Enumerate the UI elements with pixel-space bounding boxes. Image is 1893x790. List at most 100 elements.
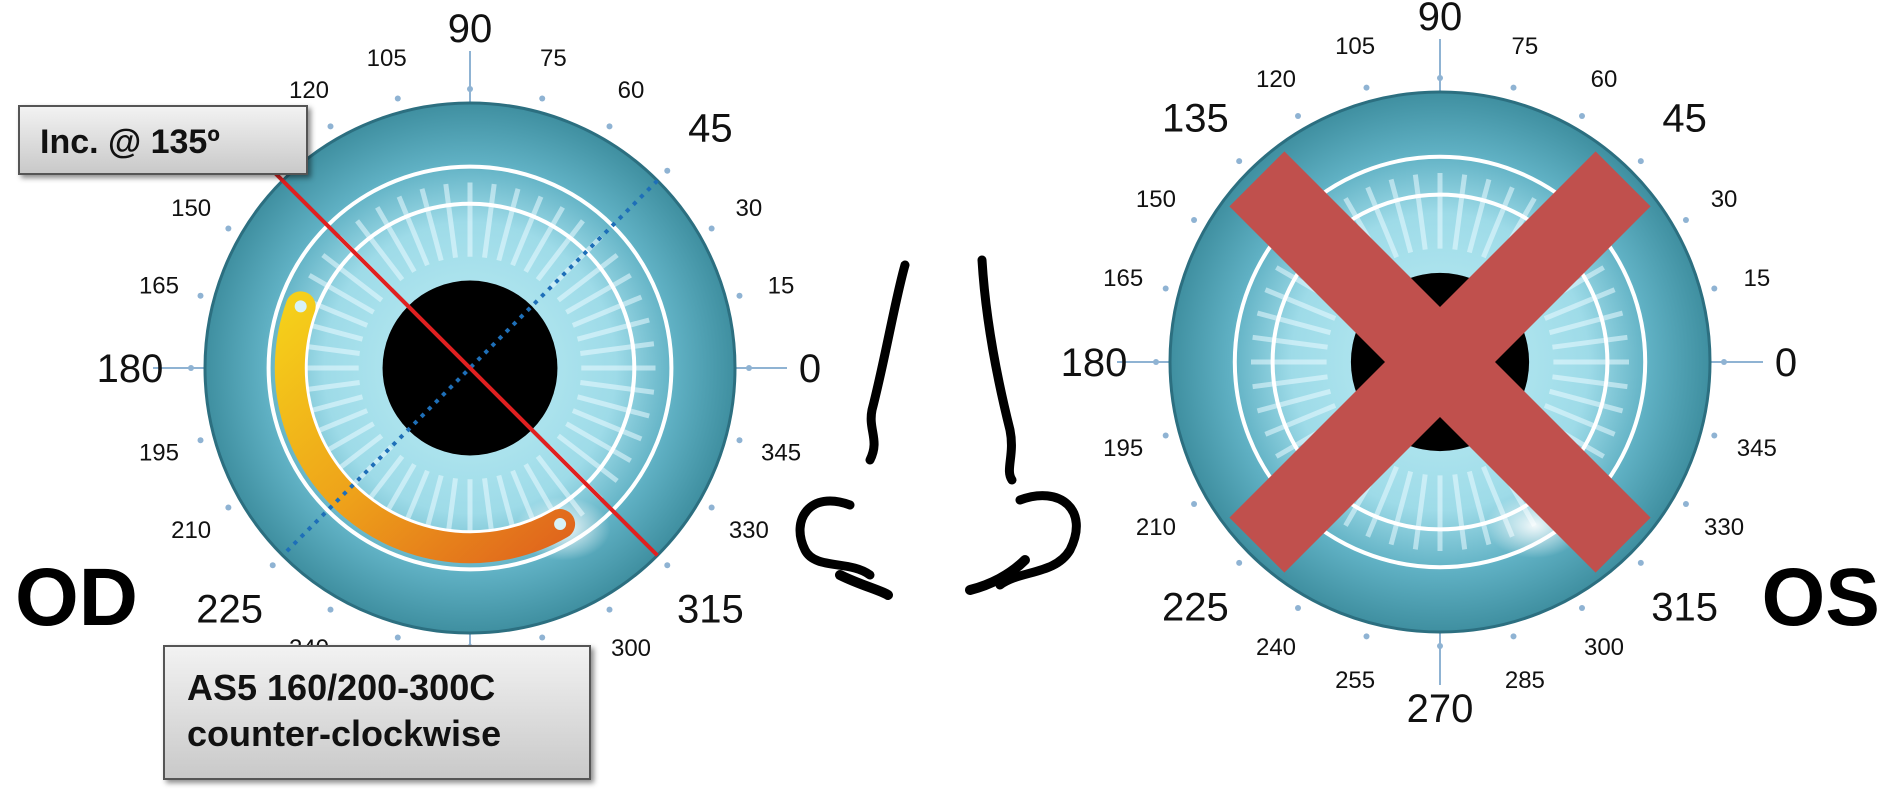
minor-tick-label: 210 — [171, 517, 211, 544]
minor-tick-label: 345 — [761, 439, 801, 466]
tick-dot — [1236, 158, 1243, 165]
iris-spoke — [556, 433, 619, 483]
tick-dot — [606, 606, 613, 613]
tick-dot — [394, 95, 401, 102]
nose-icon — [795, 255, 1081, 600]
ring-callout-line2: counter-clockwise — [187, 713, 502, 754]
major-tick-label: 0 — [799, 347, 821, 391]
minor-tick-label: 300 — [1584, 634, 1624, 661]
tick-dot — [1711, 285, 1718, 292]
major-tick-label: 90 — [448, 7, 493, 51]
iris-spoke — [419, 188, 444, 262]
tick-dot — [1579, 113, 1585, 120]
tick-dot — [225, 504, 232, 511]
iris-spoke — [565, 273, 632, 315]
tick-dot — [197, 292, 204, 299]
major-tick-label: 135 — [1162, 96, 1229, 140]
iris-spoke — [396, 195, 430, 267]
tick-dot — [1682, 217, 1689, 223]
tick-dot — [708, 504, 715, 511]
iris-spoke — [1452, 174, 1468, 250]
minor-tick-label: 105 — [367, 45, 407, 72]
tick-dot — [1682, 501, 1689, 507]
tick-dot — [1637, 559, 1644, 566]
major-tick-label: 45 — [1662, 96, 1707, 140]
minor-tick-label: 330 — [729, 517, 769, 544]
minor-tick-label: 60 — [1591, 66, 1618, 93]
iris-spoke — [556, 253, 619, 303]
iris-spoke — [443, 183, 458, 258]
ring-segment — [274, 291, 576, 564]
iris-spoke — [1264, 287, 1337, 321]
tick-dot — [1721, 359, 1727, 365]
cross-bar — [1229, 151, 1651, 573]
minor-tick-label: 255 — [1335, 667, 1375, 694]
incision-line — [267, 165, 659, 557]
iris-spoke — [1365, 186, 1399, 259]
iris-spoke — [1412, 174, 1428, 250]
tick-dot — [1437, 75, 1443, 81]
cross-out-icon — [1229, 151, 1651, 573]
minor-tick-label: 15 — [768, 273, 795, 300]
iris-spoke — [1388, 178, 1414, 254]
major-tick-label: 270 — [1407, 687, 1474, 731]
minor-tick-label: 30 — [736, 195, 763, 222]
minor-tick-label: 240 — [1256, 634, 1296, 661]
iris-spoke — [1543, 403, 1616, 437]
iris-spoke — [1466, 470, 1492, 546]
major-tick-label: 315 — [1651, 586, 1718, 630]
tick-dot — [188, 365, 194, 371]
tick-dot — [736, 292, 743, 299]
minor-tick-label: 165 — [139, 273, 179, 300]
iris-spoke — [535, 219, 585, 282]
major-tick-label: 225 — [1162, 586, 1229, 630]
iris-spoke — [1452, 474, 1468, 550]
iris-spoke — [355, 219, 405, 282]
minor-tick-label: 120 — [289, 77, 329, 104]
minor-tick-label: 150 — [1136, 186, 1176, 213]
major-tick-label: 90 — [1418, 0, 1463, 39]
iris-spoke — [1264, 403, 1337, 437]
incision-callout: Inc. @ 135º — [18, 105, 308, 175]
tick-dot — [467, 86, 473, 92]
ring-callout-line1: AS5 160/200-300C — [187, 667, 496, 708]
inner-ring-outer — [266, 164, 674, 572]
iris-spoke — [1552, 374, 1628, 390]
tick-dot — [327, 123, 334, 130]
iris-spoke — [1412, 474, 1428, 550]
tick-dot — [225, 225, 232, 232]
inner-ring-outer — [1232, 154, 1648, 570]
tick-dot — [1153, 359, 1159, 365]
od-label: OD — [15, 552, 138, 643]
tick-dot — [327, 606, 334, 613]
iris-spoke — [1466, 178, 1492, 254]
ring-callout: AS5 160/200-300C counter-clockwise — [163, 645, 591, 780]
iris-spoke — [576, 317, 650, 342]
iris-spoke — [496, 188, 521, 262]
os-eye: 9045031527022518013575603015345330300285… — [1061, 0, 1798, 731]
tick-dot — [1637, 158, 1644, 165]
tick-dot — [1510, 633, 1517, 640]
major-tick-label: 315 — [677, 587, 744, 631]
tick-dot — [1191, 501, 1198, 507]
minor-tick-label: 195 — [1103, 435, 1143, 462]
iris-spoke — [580, 380, 655, 395]
minor-tick-label: 210 — [1136, 514, 1176, 541]
major-tick-label: 45 — [688, 107, 733, 151]
tick-dot — [394, 634, 401, 641]
tick-dot — [1295, 113, 1301, 120]
iris-spoke — [523, 206, 565, 273]
minor-tick-label: 30 — [1711, 186, 1738, 213]
tick-dot — [708, 225, 715, 232]
tick-dot — [1236, 559, 1243, 566]
tick-dot — [664, 562, 671, 569]
inner-ring-inner — [1270, 192, 1610, 532]
tick-dot — [1711, 432, 1718, 439]
iris-spoke — [482, 183, 497, 258]
minor-tick-label: 105 — [1335, 33, 1375, 60]
tick-dot — [664, 167, 671, 174]
iris-spoke — [1543, 287, 1616, 321]
iris-spoke — [1252, 334, 1328, 350]
tick-dot — [746, 365, 752, 371]
